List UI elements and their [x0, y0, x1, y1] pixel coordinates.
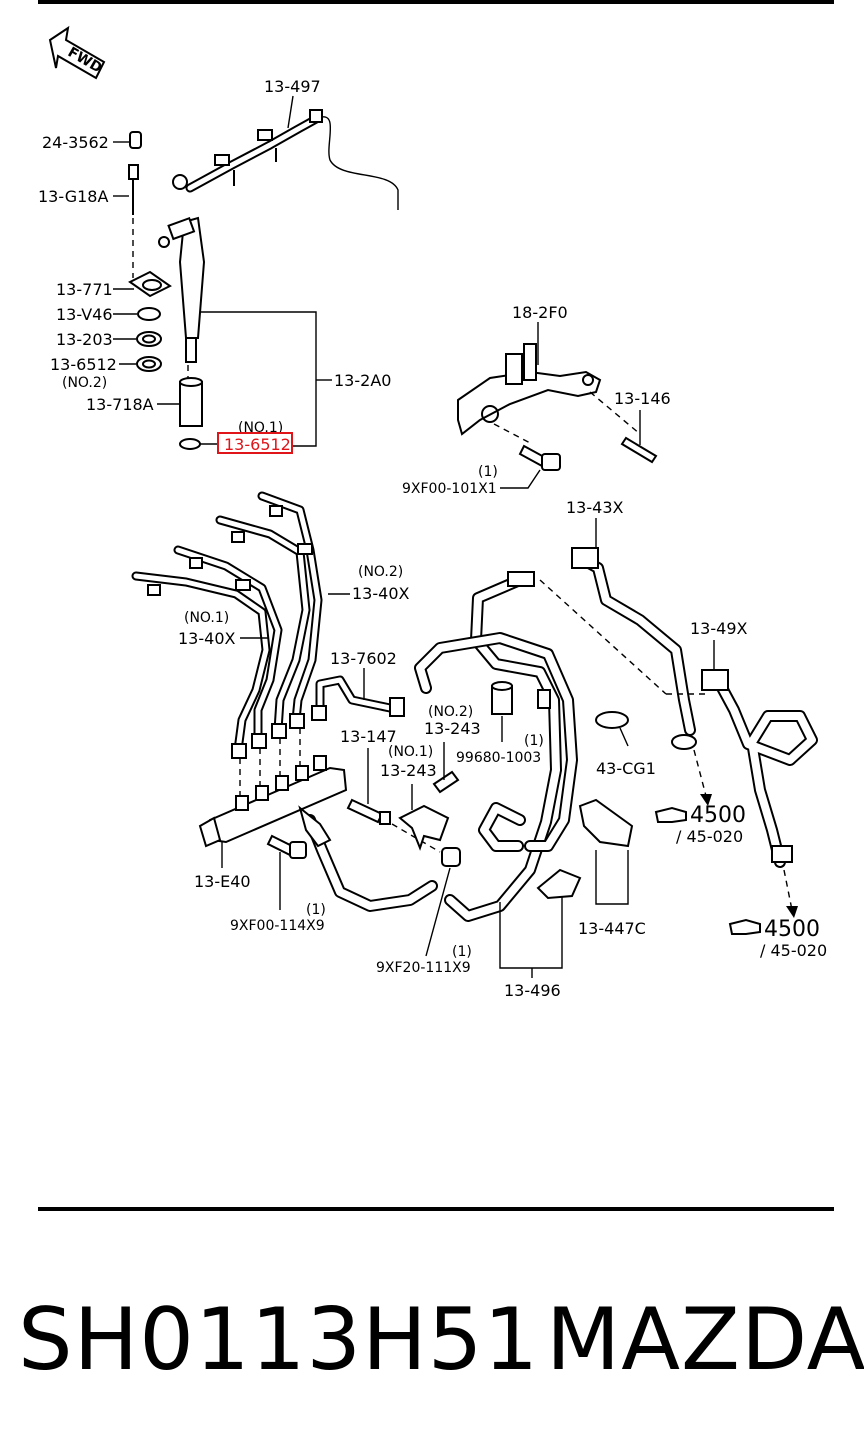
label-13-146: 13-146	[614, 389, 671, 408]
return-pipe-13-497	[172, 109, 399, 210]
cap-24-3562	[129, 131, 142, 149]
brand-name: MAZDA	[546, 1290, 864, 1390]
label-no1-c: (NO.1)	[388, 744, 433, 760]
label-13-E40: 13-E40	[194, 872, 251, 891]
ref-arrow-b	[783, 869, 798, 918]
hose-13-49X	[701, 640, 818, 868]
clamp-43-CG1	[595, 711, 629, 747]
nut-9XF20-111X9	[425, 847, 461, 957]
pointing-hand-icon	[654, 806, 687, 823]
label-24-3562: 24-3562	[42, 133, 109, 152]
label-4500-a: 4500	[690, 803, 746, 828]
label-no1-b: (NO.1)	[184, 610, 229, 626]
pointing-hand-icon	[728, 918, 761, 935]
label-13-G18A: 13-G18A	[38, 187, 108, 206]
label-13-447C: 13-447C	[578, 919, 646, 938]
hose-13-43X	[539, 518, 706, 750]
label-13-203: 13-203	[56, 330, 113, 349]
bracket-18-2F0	[457, 322, 641, 445]
label-43-CG1: 43-CG1	[596, 759, 656, 778]
bolt-9XF00-101X1	[500, 444, 561, 489]
clamp-13-771	[128, 270, 172, 298]
assembly-bracket-13-2A0	[200, 311, 317, 447]
label-13-40X-no2: 13-40X	[352, 584, 409, 603]
sensor-plug	[536, 868, 582, 900]
label-13-7602: 13-7602	[330, 649, 397, 668]
ref-arrow-a	[693, 749, 712, 806]
label-1-d: (1)	[452, 944, 472, 960]
injector-body	[158, 216, 206, 378]
return-hose-bottom	[298, 805, 438, 912]
label-4500-b: 4500	[764, 917, 820, 942]
label-13-43X: 13-43X	[566, 498, 623, 517]
label-13-6512-highlighted[interactable]: 13-6512	[224, 435, 291, 454]
label-13-243-no1: 13-243	[380, 761, 437, 780]
label-45-020-b: / 45-020	[760, 941, 827, 960]
hoses-13-496	[414, 571, 578, 978]
pipe-13-7602	[311, 668, 405, 721]
bracket-13-243-no2	[432, 742, 460, 794]
label-9XF20-111X9: 9XF20-111X9	[376, 960, 471, 976]
label-13-6512-no2: 13-6512	[50, 355, 117, 374]
seal-13-6512-no2	[136, 356, 162, 372]
label-13-243-no2: 13-243	[424, 719, 481, 738]
fwd-arrow-icon: FWD	[48, 25, 106, 80]
bolt-9XF00-114X9	[266, 834, 307, 910]
label-13-147: 13-147	[340, 727, 397, 746]
oring-13-V46	[137, 307, 161, 321]
label-13-2A0: 13-2A0	[334, 371, 391, 390]
stud-13-146	[620, 410, 658, 464]
label-13-718A: 13-718A	[86, 395, 154, 414]
sleeve-13-718A	[179, 377, 203, 427]
label-45-020-a: / 45-020	[676, 827, 743, 846]
bracket-13-243-no1	[398, 784, 450, 851]
label-no2-b: (NO.2)	[358, 564, 403, 580]
seal-13-6512-no1	[179, 438, 201, 450]
label-1-a: (1)	[478, 464, 498, 480]
washer-13-203	[136, 331, 162, 347]
bolt-13-G18A	[128, 164, 139, 278]
label-99680-1003: 99680-1003	[456, 750, 541, 766]
label-13-497: 13-497	[264, 77, 321, 96]
label-9XF00-114X9: 9XF00-114X9	[230, 918, 325, 934]
label-9XF00-101X1: 9XF00-101X1	[402, 481, 497, 497]
label-1-c: (1)	[306, 902, 326, 918]
sensor-99680-1003	[491, 681, 513, 742]
label-13-V46: 13-V46	[56, 305, 113, 324]
clip-13-447C	[578, 798, 634, 905]
highlight-box	[217, 432, 293, 454]
leaders-injector	[113, 95, 294, 445]
footer: SH0113H51 MAZDA	[0, 1285, 864, 1405]
label-1-b: (1)	[524, 733, 544, 749]
label-no2-a: (NO.2)	[62, 375, 107, 391]
label-18-2F0: 18-2F0	[512, 303, 568, 322]
injection-pipes-13-40X	[131, 491, 350, 759]
label-13-496: 13-496	[504, 981, 561, 1000]
label-no2-c: (NO.2)	[428, 704, 473, 720]
label-13-771: 13-771	[56, 280, 113, 299]
label-13-49X: 13-49X	[690, 619, 747, 638]
label-13-40X-no1: 13-40X	[178, 629, 235, 648]
part-number: SH0113H51	[18, 1290, 540, 1390]
common-rail-13-E40	[198, 728, 348, 868]
